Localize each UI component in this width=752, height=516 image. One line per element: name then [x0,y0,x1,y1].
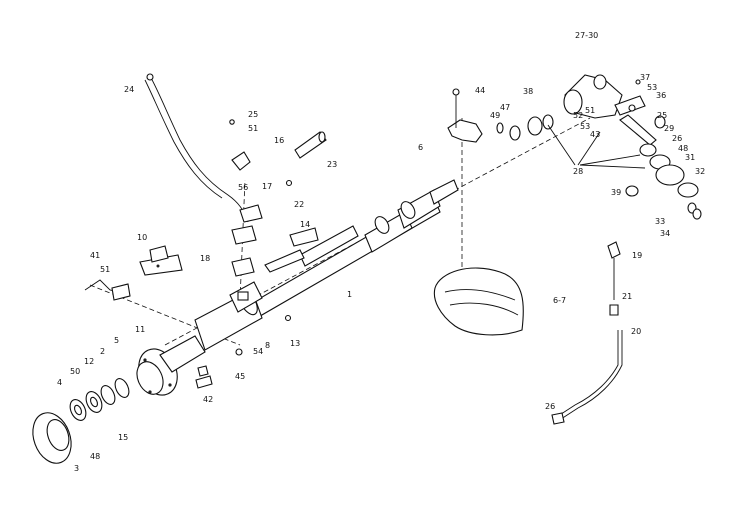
steering-wheel-disc [32,412,72,464]
callout-52: 52 [573,111,583,120]
callout-5: 5 [114,336,119,345]
callout-51: 51 [248,124,258,133]
callout-16: 16 [274,136,284,145]
callout-51-gear: 51 [585,106,595,115]
callout-1: 1 [347,290,352,299]
callout-42: 42 [203,395,213,404]
callout-50: 50 [70,367,80,376]
callout-53: 53 [647,83,657,92]
column-housing [194,281,263,351]
callout-15: 15 [118,433,128,442]
callout-32: 32 [695,167,705,176]
callout-18: 18 [200,254,210,263]
callout-3: 3 [74,464,79,473]
callout-27-30: 27-30 [575,31,598,40]
callout-43: 43 [590,130,600,139]
figure-code: 6-7 [553,296,566,305]
callout-22: 22 [294,200,304,209]
shift-lever [144,73,249,223]
callout-33: 33 [655,217,665,226]
callout-41: 41 [90,251,100,260]
callout-12: 12 [84,357,94,366]
callout-25: 25 [248,110,258,119]
callout-20: 20 [631,327,641,336]
callout-26-rod: 26 [545,402,555,411]
callout-21: 21 [622,292,632,301]
callout-38: 38 [523,87,533,96]
callout-4: 4 [57,378,62,387]
callout-56: 56 [238,183,248,192]
callout-25-gear: 25 [657,111,667,120]
callout-23: 23 [327,160,337,169]
bracket-10 [139,245,183,276]
callout-14: 14 [300,220,310,229]
callout-54: 54 [253,347,263,356]
lever-41 [84,279,131,301]
ring-seals [496,114,554,141]
shift-linkage [229,119,327,277]
callout-48: 48 [90,452,100,461]
callout-44: 44 [475,86,485,95]
callout-10: 10 [137,233,147,242]
steering-hub [136,335,206,396]
bearing-stack [69,378,130,421]
callout-labels: 27-30 37 53 36 44 38 49 47 6 24 25 51 16… [57,31,705,473]
callout-8: 8 [265,341,270,350]
callout-2: 2 [100,347,105,356]
callout-26: 26 [672,134,682,143]
callout-19: 19 [632,251,642,260]
callout-13: 13 [290,339,300,348]
callout-17: 17 [262,182,272,191]
callout-49: 49 [490,111,500,120]
callout-47: 47 [500,103,510,112]
callout-29: 29 [664,124,674,133]
callout-45: 45 [235,372,245,381]
drag-link [551,241,623,425]
callout-11: 11 [135,325,145,334]
upper-clamp [447,88,483,143]
callout-53-gear: 53 [580,122,590,131]
callout-28-leaders [547,124,646,169]
callout-51-lever: 51 [100,265,110,274]
callout-31: 31 [685,153,695,162]
steering-gearbox [563,74,657,146]
steering-shaft [204,179,459,346]
callout-28: 28 [573,167,583,176]
callout-36: 36 [656,91,666,100]
column-boot [433,267,524,336]
callout-34: 34 [660,229,670,238]
callout-6: 6 [418,143,423,152]
hub-fasteners [195,314,292,389]
gearbox-output-parts [625,115,702,220]
callout-37: 37 [640,73,650,82]
callout-24: 24 [124,85,134,94]
callout-48-gear: 48 [678,144,688,153]
callout-39: 39 [611,188,621,197]
